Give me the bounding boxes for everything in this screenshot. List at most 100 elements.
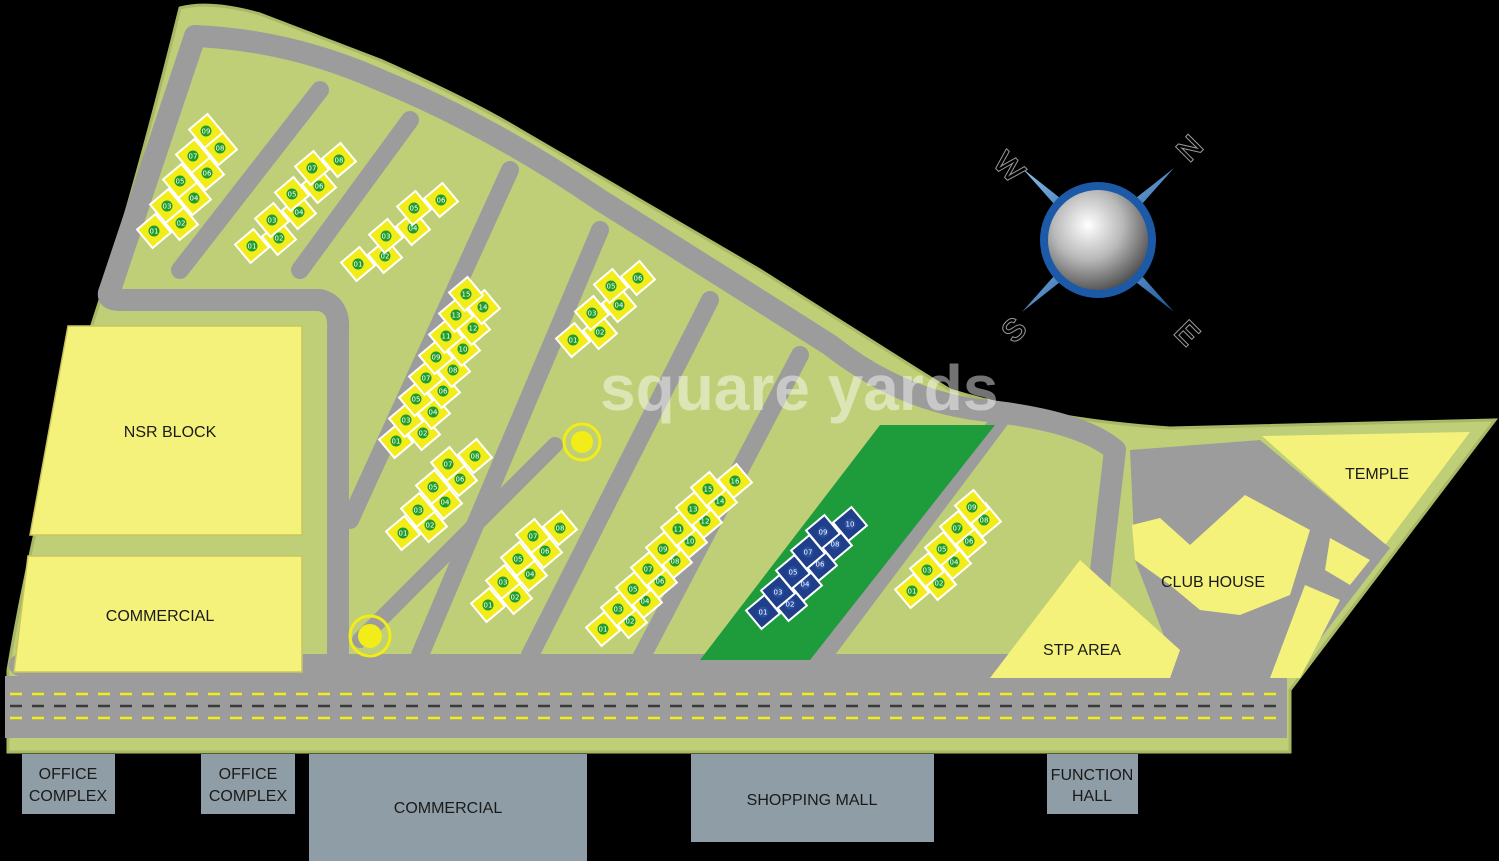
- plot-row-j-09[interactable]: 09: [953, 488, 991, 526]
- plot-row-c-02[interactable]: 02: [366, 237, 404, 275]
- plot-row-b-03[interactable]: 03: [253, 201, 291, 239]
- plot-row-a-03[interactable]: 03: [148, 187, 186, 225]
- plot-number: 06: [203, 170, 212, 178]
- plot-row-c-01[interactable]: 01: [339, 245, 377, 283]
- commercial-left-zone[interactable]: COMMERCIAL: [13, 555, 303, 673]
- plot-number: 13: [452, 312, 461, 320]
- plot-row-a-01[interactable]: 01: [135, 212, 173, 250]
- plot-number: 07: [422, 375, 431, 383]
- plot-number: 10: [846, 521, 855, 529]
- plot-number: 07: [444, 461, 453, 469]
- plot-number: 09: [659, 546, 668, 554]
- plot-number: 08: [471, 453, 480, 461]
- club-house-zone[interactable]: CLUB HOUSE: [1130, 440, 1390, 678]
- plot-number: 01: [399, 530, 408, 538]
- plot-number: 02: [786, 601, 795, 609]
- plot-number: 04: [409, 225, 418, 233]
- plot-number: 02: [419, 430, 428, 438]
- plot-row-a-07[interactable]: 07: [174, 137, 212, 175]
- plot-number: 08: [980, 517, 989, 525]
- shopping-mall[interactable]: SHOPPING MALL: [691, 754, 934, 842]
- plot-row-c-03[interactable]: 03: [367, 217, 405, 255]
- plot-number: 04: [190, 195, 199, 203]
- plot-number: 05: [629, 586, 638, 594]
- plot-number: 03: [414, 507, 423, 515]
- plot-row-h-15[interactable]: 15: [689, 470, 727, 508]
- plot-number: 06: [541, 548, 550, 556]
- plot-row-i-premium-10[interactable]: 10: [831, 505, 869, 543]
- plot-number: 01: [392, 438, 401, 446]
- plot-number: 02: [511, 594, 520, 602]
- plot-number: 04: [950, 559, 959, 567]
- office-complex-1[interactable]: OFFICE COMPLEX: [22, 754, 115, 814]
- plot-number: 09: [432, 354, 441, 362]
- function-hall-line1: FUNCTION: [1051, 767, 1134, 784]
- plot-number: 06: [315, 183, 324, 191]
- plot-row-b-05[interactable]: 05: [273, 175, 311, 213]
- plot-row-b-01[interactable]: 01: [233, 227, 271, 265]
- plot-number: 04: [801, 581, 810, 589]
- plot-row-c-06[interactable]: 06: [422, 181, 460, 219]
- plot-row-g-08[interactable]: 08: [541, 509, 579, 547]
- plot-number: 02: [426, 522, 435, 530]
- plot-number: 11: [674, 526, 683, 534]
- plot-number: 03: [382, 233, 391, 241]
- office-complex-2[interactable]: OFFICE COMPLEX: [201, 754, 295, 814]
- plot-row-i-premium-09[interactable]: 09: [804, 513, 842, 551]
- plot-number: 13: [689, 506, 698, 514]
- plot-number: 14: [479, 304, 488, 312]
- plot-number: 05: [514, 556, 523, 564]
- compass-icon: N E S W: [986, 128, 1210, 353]
- plot-row-g-03[interactable]: 03: [484, 563, 522, 601]
- plot-row-e-03[interactable]: 03: [573, 294, 611, 332]
- plot-row-g-07[interactable]: 07: [514, 517, 552, 555]
- plot-number: 02: [935, 580, 944, 588]
- function-hall-line2: HALL: [1072, 788, 1112, 805]
- plot-number: 01: [908, 588, 917, 596]
- plot-row-j-05[interactable]: 05: [923, 530, 961, 568]
- plot-number: 04: [429, 409, 438, 417]
- plot-row-j-07[interactable]: 07: [938, 509, 976, 547]
- plot-row-d-15[interactable]: 15: [447, 275, 485, 313]
- function-hall[interactable]: FUNCTION HALL: [1047, 754, 1138, 814]
- plot-number: 01: [599, 626, 608, 634]
- plot-row-h-16[interactable]: 16: [716, 462, 754, 500]
- plot-number: 06: [437, 197, 446, 205]
- plot-row-e-06[interactable]: 06: [619, 259, 657, 297]
- office-complex-2-line2: COMPLEX: [209, 788, 288, 805]
- plot-row-a-06[interactable]: 06: [188, 154, 226, 192]
- plot-row-g-05[interactable]: 05: [499, 540, 537, 578]
- plot-number: 02: [596, 329, 605, 337]
- plot-number: 05: [410, 205, 419, 213]
- stp-area-zone[interactable]: STP AREA: [990, 560, 1180, 678]
- plot-number: 05: [288, 191, 297, 199]
- compass-west-label: W: [987, 146, 1031, 190]
- plot-row-g-01[interactable]: 01: [469, 586, 507, 624]
- plot-row-f-01[interactable]: 01: [384, 514, 422, 552]
- plot-number: 07: [308, 165, 317, 173]
- plot-row-b-08[interactable]: 08: [320, 141, 358, 179]
- plot-row-f-08[interactable]: 08: [456, 437, 494, 475]
- plot-number: 03: [268, 217, 277, 225]
- plot-row-c-05[interactable]: 05: [395, 189, 433, 227]
- plot-row-f-03[interactable]: 03: [399, 491, 437, 529]
- plot-row-e-05[interactable]: 05: [592, 267, 630, 305]
- temple-zone[interactable]: TEMPLE: [1262, 432, 1470, 545]
- plot-row-f-07[interactable]: 07: [429, 445, 467, 483]
- compass-east-label: E: [1168, 315, 1205, 352]
- plot-number: 15: [462, 291, 471, 299]
- plot-row-c-04[interactable]: 04: [394, 209, 432, 247]
- plot-row-a-09[interactable]: 09: [187, 112, 225, 150]
- nsr-block-zone[interactable]: NSR BLOCK: [29, 325, 303, 536]
- temple-label: TEMPLE: [1345, 466, 1409, 483]
- commercial-bottom[interactable]: COMMERCIAL: [309, 754, 587, 861]
- plot-row-b-07[interactable]: 07: [293, 149, 331, 187]
- plot-row-f-05[interactable]: 05: [414, 468, 452, 506]
- plot-number: 07: [804, 549, 813, 557]
- plot-number: 15: [704, 486, 713, 494]
- plot-row-j-03[interactable]: 03: [908, 551, 946, 589]
- plot-row-e-01[interactable]: 01: [554, 321, 592, 359]
- plot-row-a-05[interactable]: 05: [161, 162, 199, 200]
- watermark: square yards: [600, 352, 998, 424]
- plot-number: 03: [923, 567, 932, 575]
